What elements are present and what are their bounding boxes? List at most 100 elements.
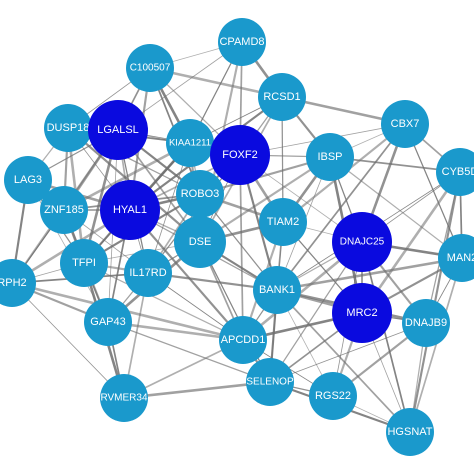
node-il17rd[interactable]: IL17RD: [124, 249, 172, 297]
node-label: RVMER34: [100, 393, 147, 404]
node-man2[interactable]: MAN2: [438, 234, 474, 282]
node-circle: [306, 133, 354, 181]
node-label: CYB5D: [442, 166, 474, 178]
node-label: DSE: [189, 236, 212, 248]
edge-bank1-hgsnat: [276, 289, 411, 433]
node-label: MAN2: [447, 252, 474, 264]
node-mrc2[interactable]: MRC2: [332, 283, 392, 343]
node-rvmer34[interactable]: RVMER34: [100, 374, 148, 422]
node-tiam2[interactable]: TIAM2: [259, 198, 307, 246]
node-ibsp[interactable]: IBSP: [306, 133, 354, 181]
node-circle: [166, 119, 214, 167]
node-circle: [332, 283, 392, 343]
edge-rph2-rvmer34: [11, 282, 125, 399]
node-label: APCDD1: [221, 334, 266, 346]
node-circle: [402, 299, 450, 347]
node-lgalsl[interactable]: LGALSL: [88, 100, 148, 160]
node-label: DNAJC25: [340, 237, 385, 248]
edge-foxf2-apcdd1: [239, 154, 244, 341]
node-circle: [174, 216, 226, 268]
node-circle: [253, 266, 301, 314]
node-dse[interactable]: DSE: [174, 216, 226, 268]
node-lag3[interactable]: LAG3: [4, 156, 52, 204]
node-circle: [124, 249, 172, 297]
node-dusp18[interactable]: DUSP18: [44, 104, 92, 152]
node-dnajb9[interactable]: DNAJB9: [402, 299, 450, 347]
node-foxf2[interactable]: FOXF2: [210, 125, 270, 185]
node-circle: [210, 125, 270, 185]
node-circle: [100, 374, 148, 422]
node-tfpi[interactable]: TFPI: [60, 239, 108, 287]
node-label: TIAM2: [267, 216, 299, 228]
node-rcsd1[interactable]: RCSD1: [258, 73, 306, 121]
node-label: IBSP: [317, 151, 342, 163]
node-circle: [259, 198, 307, 246]
edge-man2-bank1: [276, 256, 463, 292]
node-label: MRC2: [346, 307, 377, 319]
node-label: SELENOP: [246, 377, 294, 388]
node-dnajc25[interactable]: DNAJC25: [332, 212, 392, 272]
node-circle: [176, 170, 224, 218]
node-label: CPAMD8: [219, 36, 264, 48]
node-cyb5d[interactable]: CYB5D: [436, 148, 474, 196]
node-label: HYAL1: [113, 204, 147, 216]
node-circle: [309, 372, 357, 420]
node-label: LGALSL: [97, 124, 139, 136]
node-cpamd8[interactable]: CPAMD8: [218, 18, 266, 66]
node-circle: [0, 259, 36, 307]
node-label: RCSD1: [263, 91, 300, 103]
node-circle: [60, 239, 108, 287]
node-label: LAG3: [14, 174, 42, 186]
node-label: IL17RD: [129, 267, 166, 279]
node-c1005[interactable]: C100507: [126, 44, 174, 92]
node-circle: [4, 156, 52, 204]
edge-rvmer34-selenop: [123, 380, 271, 400]
node-circle: [218, 18, 266, 66]
node-apcdd1[interactable]: APCDD1: [219, 316, 267, 364]
node-circle: [100, 180, 160, 240]
node-label: ROBO3: [181, 188, 220, 200]
node-hgsnat[interactable]: HGSNAT: [386, 408, 434, 456]
node-rgs22[interactable]: RGS22: [309, 372, 357, 420]
node-circle: [386, 408, 434, 456]
node-label: BANK1: [259, 284, 295, 296]
node-circle: [84, 298, 132, 346]
node-circle: [438, 234, 474, 282]
node-label: HGSNAT: [387, 426, 432, 438]
node-znf185[interactable]: ZNF185: [40, 186, 88, 234]
node-circle: [126, 44, 174, 92]
node-circle: [436, 148, 474, 196]
node-label: FOXF2: [222, 149, 257, 161]
node-circle: [246, 358, 294, 406]
node-circle: [88, 100, 148, 160]
node-circle: [381, 100, 429, 148]
node-rph2[interactable]: RPH2: [0, 259, 36, 307]
edge-dnajb9-selenop: [269, 322, 427, 383]
edge-dse-selenop: [199, 241, 271, 383]
node-circle: [219, 316, 267, 364]
node-label: DNAJB9: [405, 317, 447, 329]
edge-man2-hgsnat: [409, 257, 463, 433]
node-label: RGS22: [315, 390, 351, 402]
node-hyal1[interactable]: HYAL1: [100, 180, 160, 240]
node-label: RPH2: [0, 277, 27, 289]
node-circle: [332, 212, 392, 272]
node-selenop[interactable]: SELENOP: [246, 358, 294, 406]
node-label: CBX7: [391, 118, 420, 130]
node-circle: [40, 186, 88, 234]
node-robo3[interactable]: ROBO3: [176, 170, 224, 218]
node-label: KIAA1211: [169, 138, 211, 149]
node-bank1[interactable]: BANK1: [253, 266, 301, 314]
node-cbx7[interactable]: CBX7: [381, 100, 429, 148]
node-label: GAP43: [90, 316, 125, 328]
node-circle: [258, 73, 306, 121]
node-label: ZNF185: [44, 204, 84, 216]
node-label: TFPI: [72, 257, 96, 269]
node-gap43[interactable]: GAP43: [84, 298, 132, 346]
node-kiaa1211[interactable]: KIAA1211: [166, 119, 214, 167]
node-label: DUSP18: [47, 122, 90, 134]
node-label: C100507: [130, 63, 171, 74]
node-circle: [44, 104, 92, 152]
